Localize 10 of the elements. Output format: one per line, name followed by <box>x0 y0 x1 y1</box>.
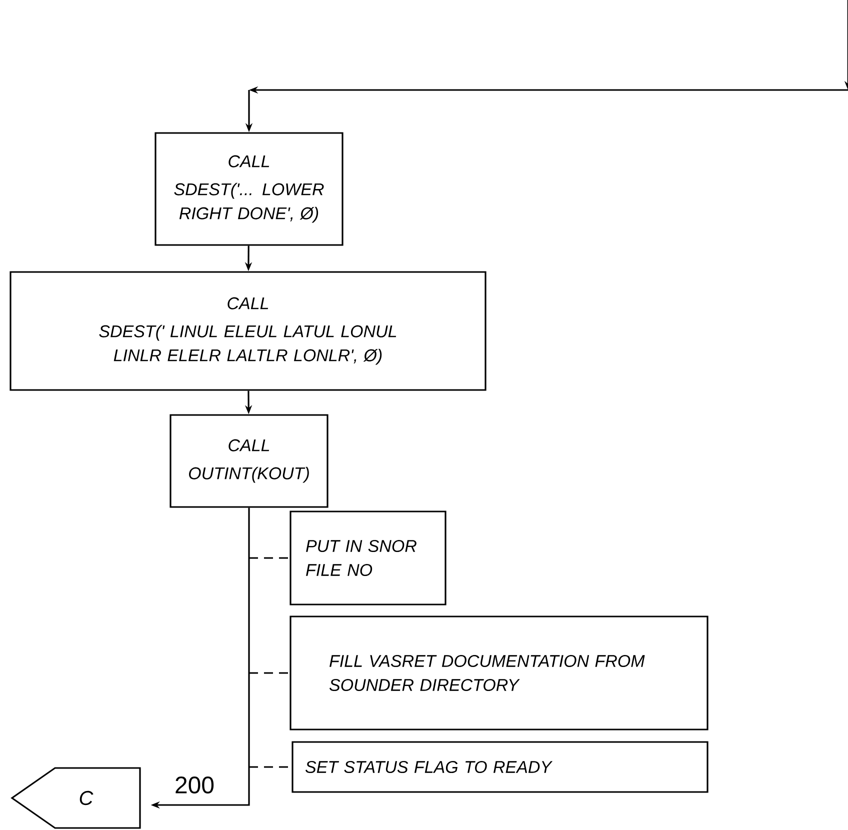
process-box: PUT IN SNOR FILE NO <box>290 510 446 606</box>
off-page-connector: C <box>10 767 141 829</box>
process-box: CALL SDEST('... LOWER RIGHT DONE', Ø) <box>154 132 344 246</box>
process-box: CALL OUTINT(KOUT) <box>170 414 328 508</box>
connector <box>249 557 290 559</box>
process-box: FILL VASRET DOCUMENTATION FROM SOUNDER DIRECTORY <box>290 616 708 730</box>
connector <box>249 672 290 674</box>
process-box: CALL SDEST(' LINUL ELEUL LATUL LONUL LINLR ELELR LALTLR LONLR', Ø) <box>10 271 486 391</box>
edge-label: 200 <box>176 776 214 794</box>
process-box: SET STATUS FLAG TO READY <box>292 741 708 793</box>
